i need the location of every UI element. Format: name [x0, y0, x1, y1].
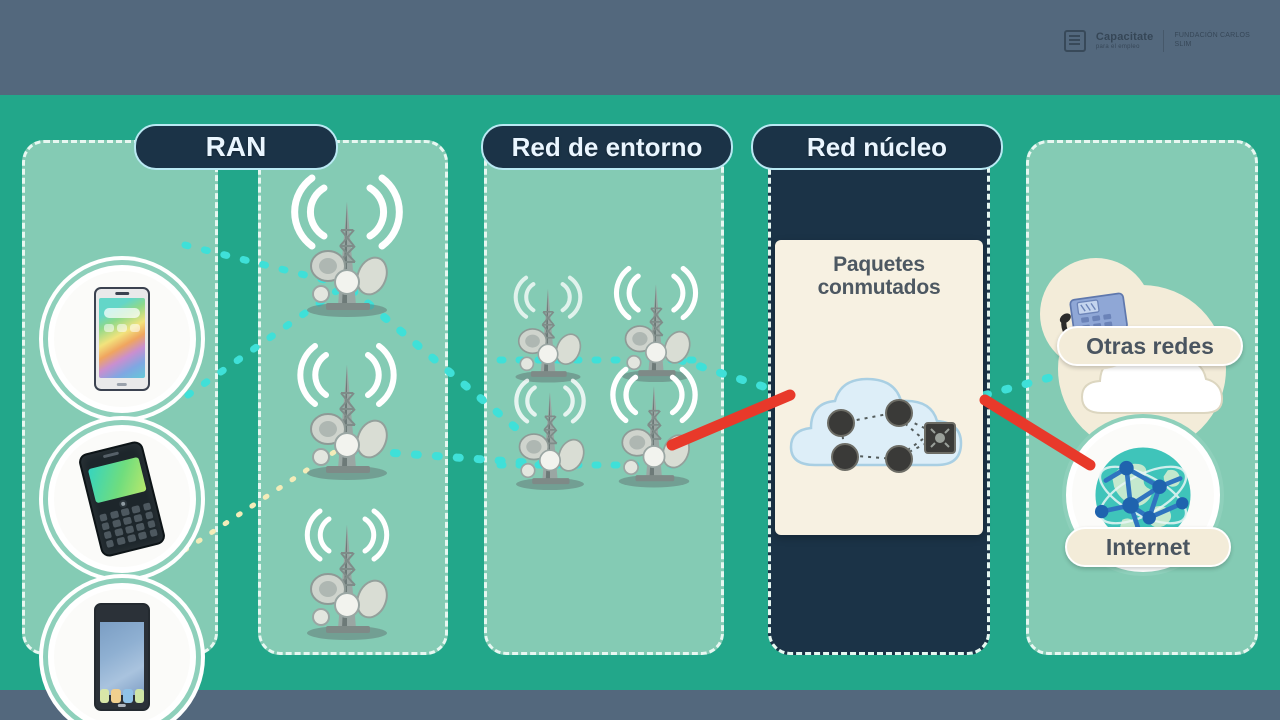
smartphone-icon — [94, 603, 150, 711]
label-ran-text: RAN — [205, 131, 267, 162]
logo-sub-text: para el empleo — [1095, 43, 1140, 50]
diagram-canvas: Paquetes conmutados — [0, 95, 1280, 720]
edge-tower-3[interactable] — [500, 365, 600, 493]
label-otras-redes[interactable]: Otras redes — [1057, 326, 1243, 366]
top-letterbox-bar: Capacitate para el empleo FUNDACIÓN CARL… — [0, 0, 1280, 95]
packet-cloud-graphic — [789, 377, 963, 473]
label-internet[interactable]: Internet — [1065, 527, 1231, 567]
logo-secondary-line2: SLIM — [1174, 41, 1192, 48]
label-ran[interactable]: RAN — [134, 124, 338, 170]
brand-logo: Capacitate para el empleo FUNDACIÓN CARL… — [1063, 30, 1250, 52]
label-red-nucleo[interactable]: Red núcleo — [751, 124, 1003, 170]
packet-switched-card: Paquetes conmutados — [775, 240, 983, 535]
ran-tower-middle[interactable] — [288, 333, 406, 483]
device-smartphone-rainbow[interactable] — [48, 265, 196, 413]
logo-secondary-line1: FUNDACIÓN CARLOS — [1174, 32, 1250, 40]
device-smartphone-blue[interactable] — [48, 583, 196, 720]
edge-tower-4[interactable] — [602, 357, 706, 491]
ran-tower-top[interactable] — [288, 170, 406, 320]
globe-network-icon — [1094, 447, 1191, 543]
label-red-nucleo-text: Red núcleo — [806, 131, 948, 162]
network-switch-icon — [924, 422, 956, 454]
device-qwerty-phone[interactable] — [48, 425, 196, 573]
label-red-de-entorno[interactable]: Red de entorno — [481, 124, 733, 170]
notepad-pencil-icon — [1063, 30, 1086, 52]
label-red-de-entorno-text: Red de entorno — [511, 131, 703, 162]
core-card-title-line2: conmutados — [817, 275, 941, 299]
qwerty-phone-icon — [77, 439, 167, 559]
smartphone-icon — [94, 287, 150, 391]
logo-main-text: Capacitate — [1095, 31, 1154, 44]
packet-nodes — [827, 399, 913, 473]
label-otras-redes-text: Otras redes — [1086, 332, 1214, 359]
edge-tower-2[interactable] — [606, 257, 706, 385]
logo-divider — [1163, 30, 1165, 52]
label-internet-text: Internet — [1105, 533, 1191, 560]
core-card-title-line1: Paquetes — [833, 253, 925, 276]
bottom-letterbox-bar — [0, 690, 1280, 720]
ran-tower-bottom[interactable] — [288, 493, 406, 643]
